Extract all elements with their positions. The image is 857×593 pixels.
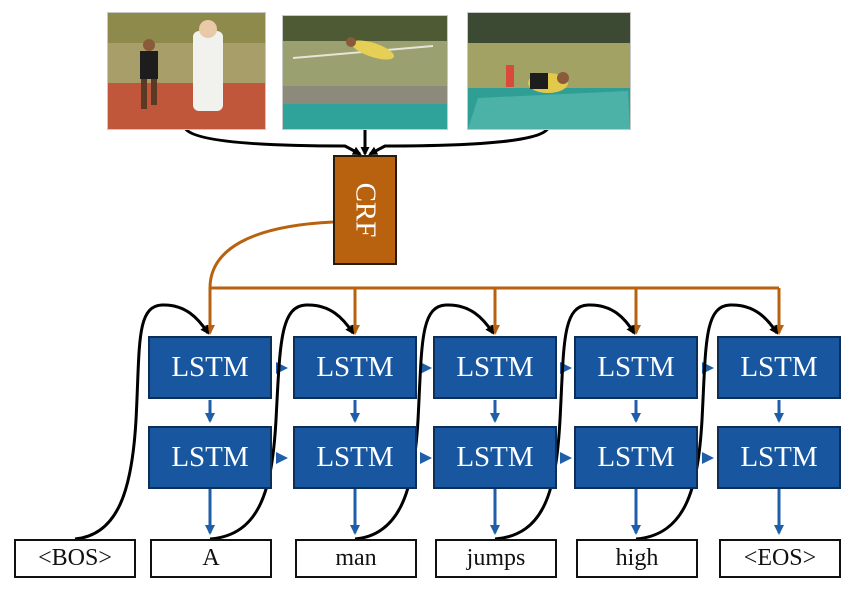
frame1-to-crf-arrow [183, 127, 362, 156]
input-curve-1 [74, 303, 210, 541]
lstm-top-3: LSTM [433, 336, 557, 399]
input-curve-5 [635, 303, 779, 541]
output-token-2: man [295, 539, 417, 578]
recurrent-arrow-bottom-3 [560, 452, 572, 464]
recurrent-arrow-bottom-4 [702, 452, 714, 464]
video-frame-3 [467, 12, 631, 130]
lstm-bottom-1: LSTM [148, 426, 272, 489]
crf-label: CRF [349, 182, 382, 238]
video-frame-1 [107, 12, 266, 130]
crf-link [208, 220, 334, 289]
output-token-4: high [576, 539, 698, 578]
lstm-top-1: LSTM [148, 336, 272, 399]
input-curve-3 [354, 303, 495, 541]
lstm-bottom-3: LSTM [433, 426, 557, 489]
input-token-bos: <BOS> [14, 539, 136, 578]
lstm-bottom-4: LSTM [574, 426, 698, 489]
frame3-to-crf-arrow [368, 127, 550, 156]
lstm-bottom-2: LSTM [293, 426, 417, 489]
lstm-top-5: LSTM [717, 336, 841, 399]
video-frame-2 [282, 15, 448, 130]
output-token-eos: <EOS> [719, 539, 841, 578]
lstm-top-4: LSTM [574, 336, 698, 399]
crf-box: CRF [333, 155, 397, 265]
recurrent-arrow-bottom-2 [420, 452, 432, 464]
output-token-1: A [150, 539, 272, 578]
input-curve-4 [494, 303, 636, 541]
lstm-bottom-5: LSTM [717, 426, 841, 489]
recurrent-arrow-bottom-1 [276, 452, 288, 464]
lstm-top-2: LSTM [293, 336, 417, 399]
recurrent-arrow-top-2 [420, 362, 432, 374]
output-token-3: jumps [435, 539, 557, 578]
input-curve-2 [209, 303, 355, 541]
